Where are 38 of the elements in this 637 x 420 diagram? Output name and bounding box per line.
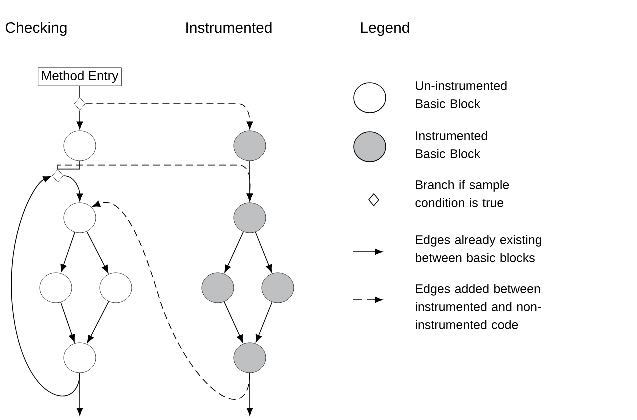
basic-block-circle bbox=[100, 272, 132, 304]
arrow bbox=[58, 160, 80, 170]
arrow bbox=[224, 232, 244, 273]
arrow bbox=[246, 372, 254, 416]
column-heading: Instrumented bbox=[186, 22, 272, 34]
basic-block-circle bbox=[234, 202, 266, 234]
basic-block-circle bbox=[202, 272, 234, 304]
basic-block-circle bbox=[64, 202, 96, 234]
arrow bbox=[76, 110, 84, 130]
arrow bbox=[86, 231, 109, 274]
arrow bbox=[246, 160, 254, 202]
arrow bbox=[85, 104, 254, 130]
basic-block-circle bbox=[234, 342, 266, 374]
column-heading: Legend bbox=[361, 22, 410, 36]
legend-text: Edges already existing between basic blocks bbox=[416, 235, 542, 262]
legend-text: Branch if sample condition is true bbox=[416, 180, 510, 208]
basic-block-circle bbox=[40, 272, 72, 304]
basic-block-circle bbox=[234, 130, 266, 162]
branch-diamond bbox=[52, 169, 64, 183]
arrow bbox=[224, 302, 244, 343]
arrow bbox=[11, 176, 80, 397]
arrow bbox=[76, 372, 84, 416]
legend-text: Edges added between instrumented and non-instrumented code bbox=[416, 284, 542, 330]
arrow bbox=[256, 302, 273, 343]
arrow bbox=[255, 232, 272, 273]
branch-diamond bbox=[74, 97, 86, 111]
arrow bbox=[92, 201, 250, 400]
arrow bbox=[87, 301, 110, 344]
method-entry-box: Method Entry bbox=[38, 68, 122, 86]
legend-text: Instrumented Basic Block bbox=[416, 131, 488, 158]
arrow bbox=[60, 302, 76, 342]
basic-block-circle bbox=[64, 130, 96, 162]
legend-text: Un-instrumented Basic Block bbox=[416, 81, 507, 108]
basic-block-circle bbox=[64, 342, 96, 374]
arrow bbox=[60, 232, 76, 272]
arrow bbox=[63, 176, 84, 202]
column-heading: Checking bbox=[6, 22, 67, 36]
basic-block-circle bbox=[262, 272, 294, 304]
